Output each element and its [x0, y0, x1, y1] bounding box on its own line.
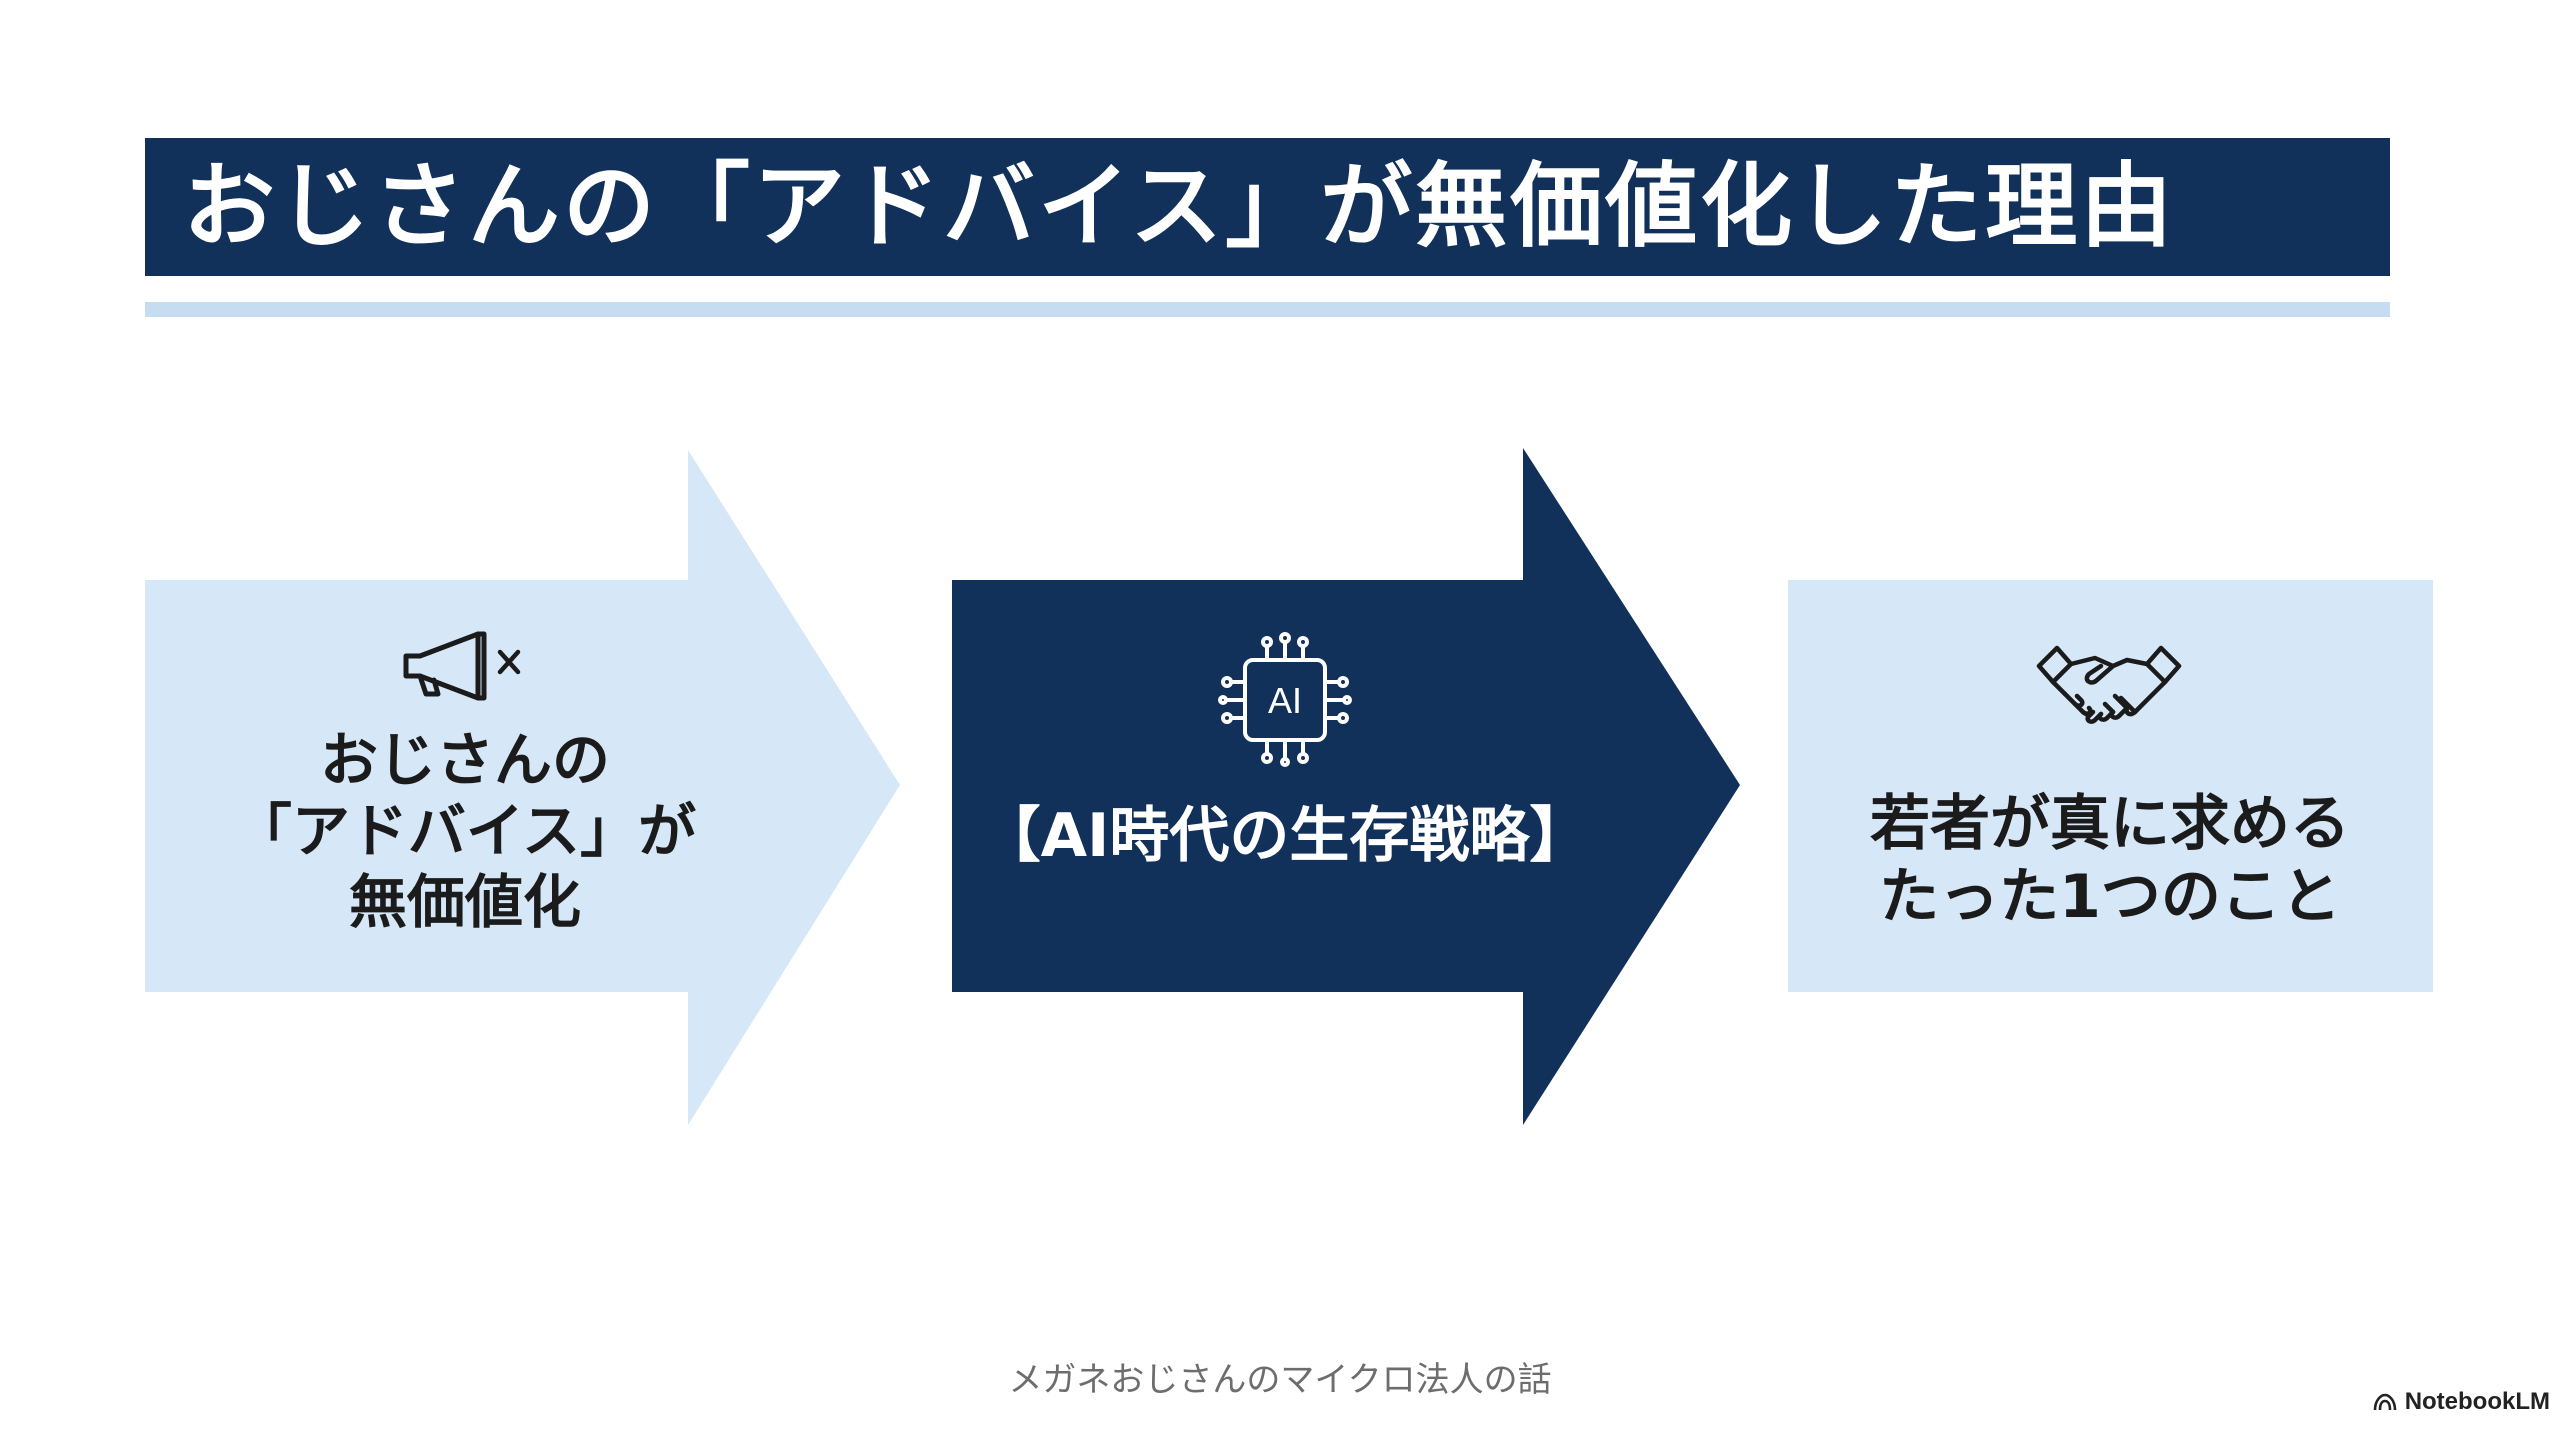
ai-chip-icon: AI — [1218, 632, 1352, 767]
footer-caption: メガネおじさんのマイクロ法人の話 — [1008, 1360, 1552, 1400]
title-bar: おじさんの「アドバイス」が無価値化した理由 — [145, 138, 2390, 276]
brand-label: NotebookLM — [2404, 1388, 2550, 1415]
megaphone-x-icon — [403, 631, 521, 701]
step-3-label: 若者が真に求める たった1つのこと — [1870, 789, 2350, 933]
handshake-icon — [2036, 645, 2182, 724]
page-title: おじさんの「アドバイス」が無価値化した理由 — [183, 153, 2176, 260]
notebooklm-brand: NotebookLM — [2373, 1388, 2550, 1416]
notebooklm-logo-icon — [2373, 1393, 2396, 1411]
ai-chip-icon-label: AI — [1268, 680, 1302, 721]
step-2-label: 【AI時代の生存戦略】 — [980, 801, 1590, 871]
step-2-arrow — [952, 448, 1740, 1125]
step-1-label: おじさんの 「アドバイス」が 無価値化 — [233, 726, 697, 936]
title-underline — [145, 302, 2390, 317]
step-3-box — [1788, 580, 2433, 992]
step-1-arrow — [145, 450, 900, 1125]
